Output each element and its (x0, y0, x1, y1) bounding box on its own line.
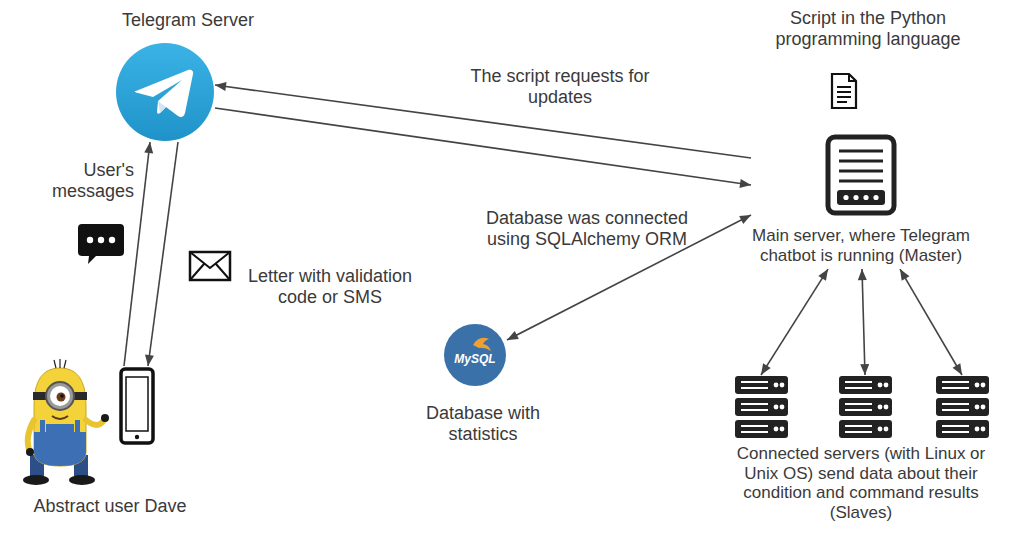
arrow-head (739, 215, 751, 224)
slave-outline (838, 375, 893, 439)
arrow-head (507, 331, 519, 340)
slave-server-icon (935, 375, 990, 439)
phone-shape (118, 366, 156, 446)
slave-server-icon (734, 375, 789, 439)
connector-arrow (215, 108, 751, 188)
slave-shape (838, 375, 893, 439)
phone-outline (118, 366, 156, 446)
edge-label: The script requests for updates (465, 66, 655, 107)
envelope-icon (190, 252, 230, 280)
edge-label: Letter with validation code or SMS (234, 266, 426, 307)
tg-shape (115, 42, 215, 142)
doc-shape (830, 72, 858, 110)
script-document-icon: Script in the Python programming languag… (830, 72, 858, 110)
group-caption: Connected servers (with Linux or Unix OS… (721, 444, 1001, 522)
edge-label: Database was connected using SQLAlchemy … (482, 208, 692, 249)
connector-arrow (858, 269, 869, 375)
arrow-head (739, 179, 751, 188)
slave-shape (935, 375, 990, 439)
user-phone-icon: Abstract user Dave (118, 366, 156, 446)
edge-label: User's messages (28, 160, 134, 201)
arrow-head (860, 364, 869, 375)
connector-arrow (145, 142, 178, 366)
master-shape (825, 134, 897, 216)
arrow-head (953, 363, 962, 375)
logo-text: MySQL (443, 353, 507, 367)
connector-arrow (900, 269, 962, 375)
connector-line (215, 108, 751, 185)
node-heading: Telegram Server (78, 10, 298, 31)
tg-outline (115, 42, 215, 142)
arrow-head (145, 355, 154, 367)
arrow-head (215, 82, 227, 91)
doc-outline (830, 72, 858, 110)
master-outline (825, 134, 897, 216)
connector-line (862, 269, 865, 375)
slave-servers-group: Connected servers (with Linux or Unix OS… (728, 372, 994, 442)
mysql-database-icon: MySQLDatabase with statistics (443, 323, 507, 387)
arrow-head (144, 142, 153, 153)
connector-line (900, 269, 962, 375)
master-server-node: Main server, where Telegram chatbot is r… (751, 134, 971, 269)
minion-figure (23, 359, 109, 485)
slave-outline (734, 375, 789, 439)
slave-server-icon (838, 375, 893, 439)
connector-line (148, 142, 178, 366)
arrow-head (818, 269, 828, 281)
node-heading: Script in the Python programming languag… (748, 8, 988, 49)
telegram-server-icon: Telegram Server (115, 42, 215, 142)
connector-arrow (761, 269, 828, 375)
node-caption: Database with statistics (403, 403, 563, 444)
arrow-head (761, 363, 771, 375)
connector-line (761, 269, 828, 375)
node-caption: Abstract user Dave (5, 496, 215, 517)
speech-bubble-icon (78, 224, 124, 264)
slave-shape (734, 375, 789, 439)
arrow-head (900, 269, 909, 281)
slave-outline (935, 375, 990, 439)
arrow-head (858, 269, 867, 280)
node-caption: Main server, where Telegram chatbot is r… (751, 226, 971, 265)
